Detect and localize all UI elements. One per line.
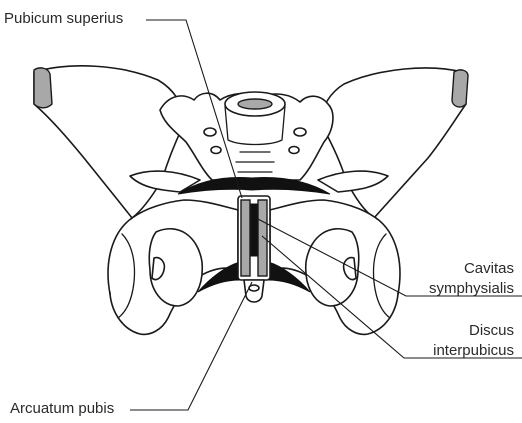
- symphysis-cartilage-right: [258, 200, 267, 276]
- right-ilium-wing: [320, 68, 466, 218]
- symphyseal-cavity: [251, 204, 257, 256]
- label-discus-line1: Discus: [433, 322, 514, 340]
- sacral-foramen-left-2: [211, 147, 221, 154]
- left-iliac-crest-cap: [34, 68, 52, 108]
- label-pubicum-superius: Pubicum superius: [4, 10, 123, 28]
- label-cavitas-line1: Cavitas: [429, 260, 514, 278]
- right-iliac-crest-cap: [452, 70, 468, 107]
- sacral-foramen-right-1: [294, 128, 306, 136]
- sacral-foramen-left-1: [204, 128, 216, 136]
- pelvic-brim-band: [178, 178, 330, 194]
- label-discus-line2: interpubicus: [433, 342, 514, 360]
- label-cavitas-symphysialis: Cavitas symphysialis: [429, 260, 514, 298]
- label-arcuatum-pubis: Arcuatum pubis: [10, 400, 114, 418]
- symphysis-cartilage-left: [241, 200, 250, 276]
- label-discus-interpubicus: Discus interpubicus: [433, 322, 514, 360]
- label-cavitas-line2: symphysialis: [429, 280, 514, 298]
- vertebral-canal: [238, 99, 272, 109]
- sacral-foramen-right-2: [289, 147, 299, 154]
- left-ilium-wing: [34, 66, 186, 218]
